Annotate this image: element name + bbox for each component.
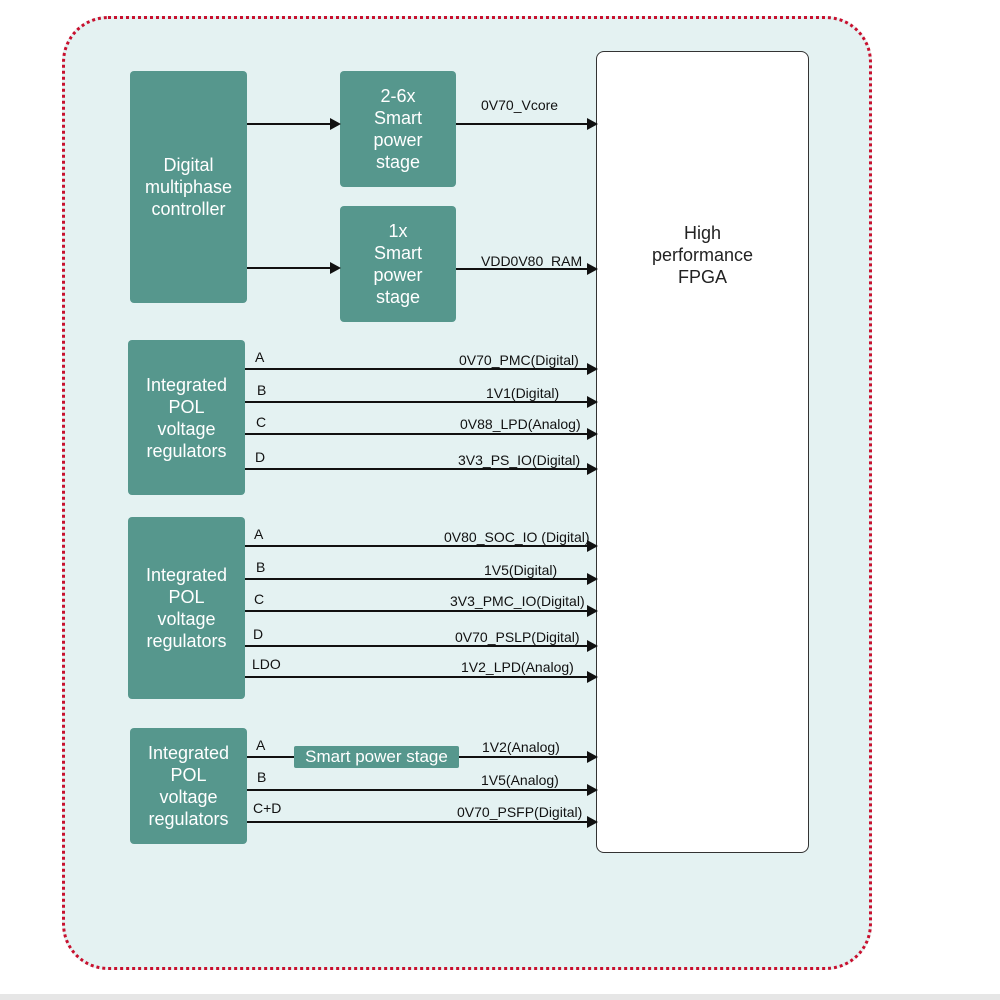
pol3-rail-b-label: 1V5(Analog): [481, 772, 559, 788]
pol-regulators-3: Integrated POL voltage regulators: [130, 728, 247, 844]
pol1-output-c: C: [256, 414, 267, 430]
pol3-output-cd: C+D: [253, 800, 282, 816]
rail-wire-vcore: [456, 118, 598, 130]
pol2-rail-a-label: 0V80_SOC_IO (Digital): [444, 529, 590, 545]
pol1-output-b: B: [257, 382, 267, 398]
rail-wire-ram: [456, 263, 598, 275]
pol3-rail-cd-label: 0V70_PSFP(Digital): [457, 804, 583, 820]
pol2-output-a: A: [254, 526, 264, 542]
pol2-output-c: C: [254, 591, 265, 607]
pol2-rail-d-wire: [245, 640, 598, 652]
fpga-label: High performance FPGA: [651, 223, 754, 287]
pol-regulators-1: Integrated POL voltage regulators: [128, 340, 245, 495]
pol-regulators-2: Integrated POL voltage regulators: [128, 517, 245, 699]
pol3-rail-b-wire: [247, 784, 598, 796]
pol3-output-b: B: [257, 769, 267, 785]
smart-power-stage-multi: 2-6x Smart power stage: [340, 71, 456, 187]
pol1-rail-b-label: 1V1(Digital): [486, 385, 560, 401]
pol2-rail-b-wire: [245, 573, 598, 585]
fpga-block: High performance FPGA: [596, 51, 809, 853]
pol1-rail-a-label: 0V70_PMC(Digital): [459, 352, 579, 368]
pol2-rail-b-label: 1V5(Digital): [484, 562, 558, 578]
pol1-rail-d-label: 3V3_PS_IO(Digital): [458, 452, 581, 468]
pol2-output-d: D: [253, 626, 264, 642]
pol2-output-b: B: [256, 559, 266, 575]
pol2-rail-ldo-wire: [245, 671, 598, 683]
pol1-output-a: A: [255, 349, 265, 365]
rail-label-vcore: 0V70_Vcore: [481, 97, 559, 113]
pol2-rail-c-wire: [245, 605, 598, 617]
controller-to-stage-single-wire: [247, 262, 341, 274]
smart-power-stage-single: 1x Smart power stage: [340, 206, 456, 322]
pol2-rail-ldo-label: 1V2_LPD(Analog): [461, 659, 574, 675]
pol1-rail-c-label: 0V88_LPD(Analog): [460, 416, 581, 432]
pol3-smart-power-stage-label: Smart power stage: [294, 746, 459, 768]
pol1-rail-a-wire: [245, 363, 598, 375]
pol2-rail-c-label: 3V3_PMC_IO(Digital): [450, 593, 585, 609]
pol3-rail-cd-wire: [247, 816, 598, 828]
controller-to-stage-multi-wire: [247, 118, 341, 130]
pol1-output-d: D: [255, 449, 266, 465]
rail-label-ram: VDD0V80_RAM: [481, 253, 583, 269]
bottom-scroll-strip: [0, 994, 1000, 1000]
pol2-output-ldo: LDO: [252, 656, 281, 672]
pol1-rail-d-wire: [245, 463, 598, 475]
pol1-rail-c-wire: [245, 428, 598, 440]
pol2-rail-a-wire: [245, 540, 598, 552]
pol3-rail-a-label: 1V2(Analog): [482, 739, 560, 755]
pol2-rail-d-label: 0V70_PSLP(Digital): [455, 629, 580, 645]
digital-multiphase-controller: Digital multiphase controller: [130, 71, 247, 303]
pol1-rail-b-wire: [245, 396, 598, 408]
pol3-output-a: A: [256, 737, 266, 753]
